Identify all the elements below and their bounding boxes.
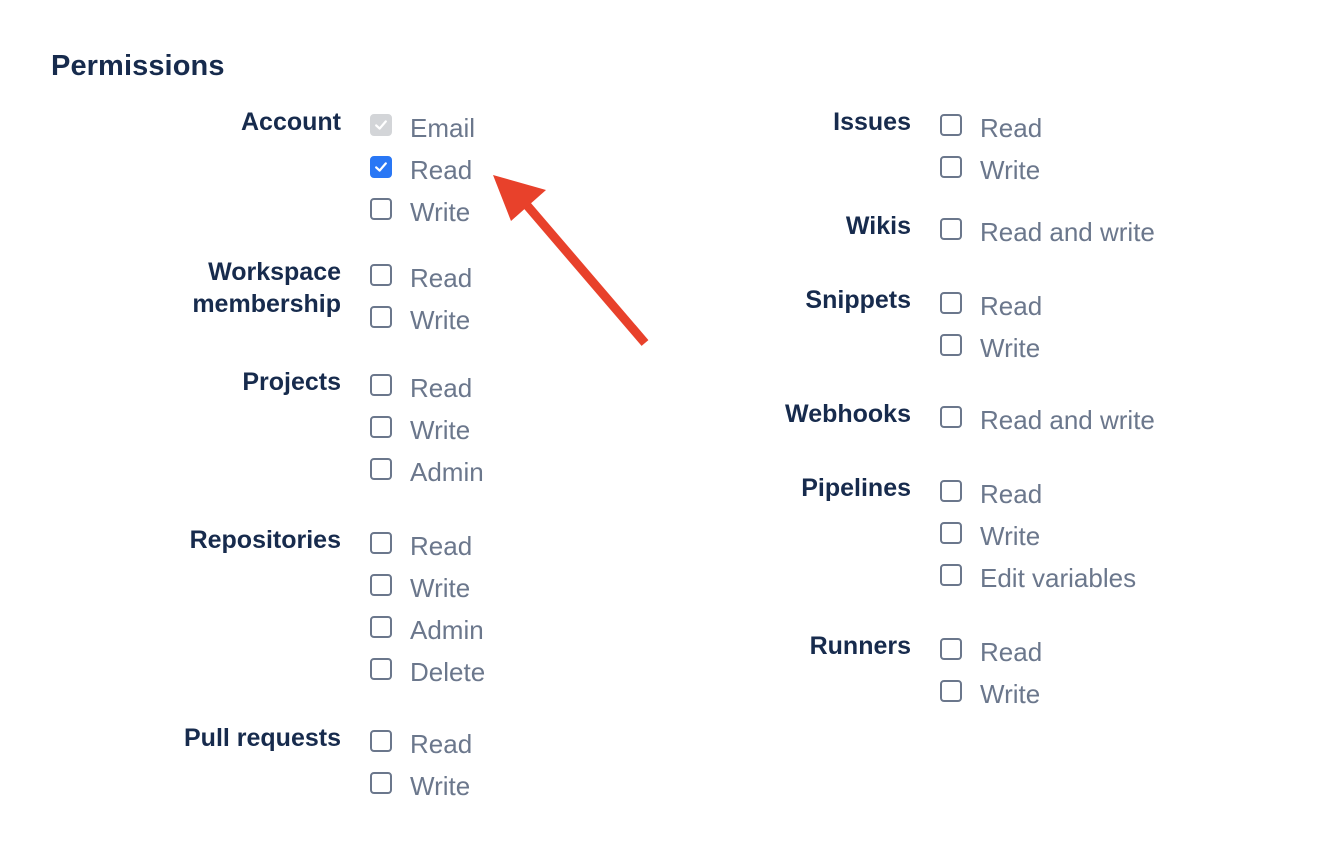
option-label: Read <box>410 373 473 403</box>
group-label-wikis: Wikis <box>611 210 911 242</box>
checkbox-checked-icon[interactable] <box>370 156 392 178</box>
option-label: Write <box>410 415 471 445</box>
group-label-line: Pipelines <box>801 474 911 502</box>
option-label: Write <box>980 521 1041 551</box>
option-label: Write <box>410 197 471 227</box>
group-label-line: Issues <box>833 108 911 136</box>
checkbox-unchecked-icon[interactable] <box>370 574 392 596</box>
checkbox-unchecked-icon[interactable] <box>940 680 962 702</box>
group-label-line: Repositories <box>189 526 341 554</box>
option-label: Admin <box>410 457 484 487</box>
group-label-pipelines: Pipelines <box>611 472 911 504</box>
checkbox-unchecked-icon[interactable] <box>370 730 392 752</box>
option-label: Write <box>980 155 1041 185</box>
checkbox-unchecked-icon[interactable] <box>370 532 392 554</box>
group-label-webhooks: Webhooks <box>611 398 911 430</box>
group-label-line: Wikis <box>845 212 911 240</box>
option-label: Write <box>980 679 1041 709</box>
option-label: Read and write <box>980 405 1155 435</box>
group-label-repositories: Repositories <box>41 524 341 556</box>
option-label: Read and write <box>980 217 1155 247</box>
checkbox-unchecked-icon[interactable] <box>370 374 392 396</box>
option-label: Write <box>410 305 471 335</box>
group-label-workspace-membership: Workspace membership <box>41 256 341 320</box>
option-label: Read <box>410 155 473 185</box>
checkbox-unchecked-icon[interactable] <box>940 156 962 178</box>
option-label: Read <box>410 263 473 293</box>
option-label: Write <box>410 573 471 603</box>
checkbox-unchecked-icon[interactable] <box>370 306 392 328</box>
group-label-snippets: Snippets <box>611 284 911 316</box>
option-label: Read <box>980 637 1043 667</box>
checkbox-unchecked-icon[interactable] <box>370 198 392 220</box>
option-label: Read <box>980 291 1043 321</box>
group-label-pull-requests: Pull requests <box>41 722 341 754</box>
checkbox-unchecked-icon[interactable] <box>370 458 392 480</box>
group-label-line: Projects <box>242 368 341 396</box>
group-label-line: Runners <box>809 632 911 660</box>
checkbox-unchecked-icon[interactable] <box>940 522 962 544</box>
group-label-line: Pull requests <box>184 724 341 752</box>
group-label-line: Webhooks <box>785 400 911 428</box>
checkbox-unchecked-icon[interactable] <box>940 218 962 240</box>
option-label: Read <box>980 113 1043 143</box>
checkbox-unchecked-icon[interactable] <box>940 114 962 136</box>
checkbox-unchecked-icon[interactable] <box>370 772 392 794</box>
group-label-issues: Issues <box>611 106 911 138</box>
option-label: Delete <box>410 657 486 687</box>
option-label: Read <box>410 729 473 759</box>
option-label: Write <box>410 771 471 801</box>
checkbox-unchecked-icon[interactable] <box>940 564 962 586</box>
checkbox-unchecked-icon[interactable] <box>940 480 962 502</box>
checkbox-unchecked-icon[interactable] <box>940 292 962 314</box>
checkbox-unchecked-icon[interactable] <box>940 406 962 428</box>
group-label-account: Account <box>41 106 341 138</box>
option-label: Email <box>410 113 476 143</box>
group-label-line: Workspace <box>208 258 341 286</box>
group-label-line: Account <box>241 108 341 136</box>
checkbox-disabled-checked-icon <box>370 114 392 136</box>
option-label: Read <box>980 479 1043 509</box>
option-label: Edit variables <box>980 563 1137 593</box>
checkbox-unchecked-icon[interactable] <box>370 616 392 638</box>
page-title: Permissions <box>51 50 225 82</box>
checkbox-unchecked-icon[interactable] <box>370 264 392 286</box>
checkbox-unchecked-icon[interactable] <box>370 658 392 680</box>
group-label-projects: Projects <box>41 366 341 398</box>
option-label: Admin <box>410 615 484 645</box>
checkbox-unchecked-icon[interactable] <box>940 334 962 356</box>
option-label: Write <box>980 333 1041 363</box>
group-label-line: Snippets <box>805 286 911 314</box>
option-label: Read <box>410 531 473 561</box>
checkbox-unchecked-icon[interactable] <box>370 416 392 438</box>
group-label-runners: Runners <box>611 630 911 662</box>
checkbox-unchecked-icon[interactable] <box>940 638 962 660</box>
group-label-line: membership <box>192 290 341 318</box>
